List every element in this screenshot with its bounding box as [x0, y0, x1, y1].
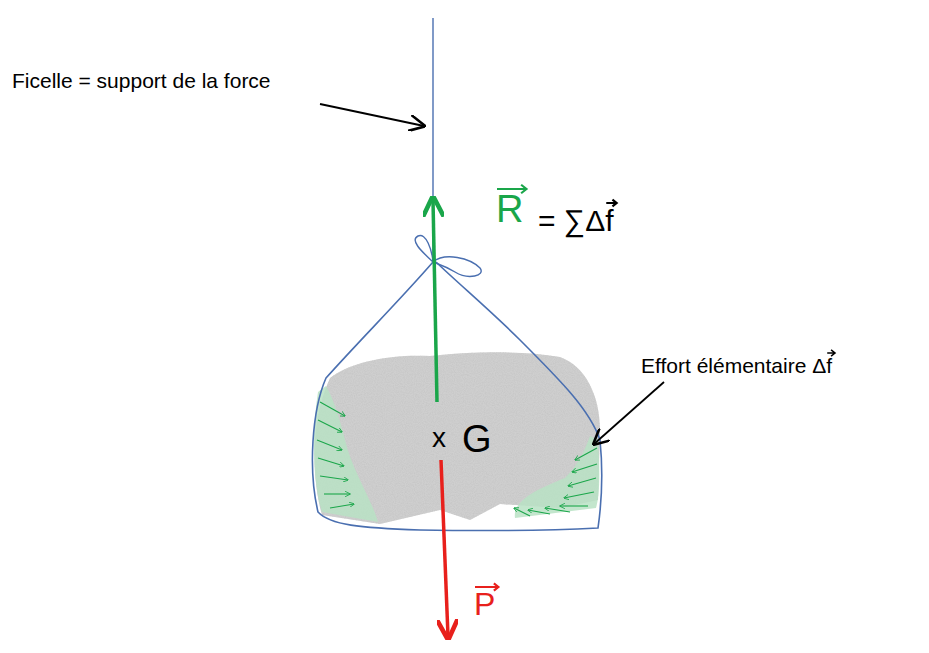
weight-name: P [474, 588, 495, 620]
elementary-force [324, 493, 350, 494]
force-sum: = ∑Δf [538, 206, 614, 236]
elementary-force [330, 504, 354, 508]
center-mark: x [432, 424, 446, 452]
elementary-force [320, 402, 345, 416]
string-label: Ficelle = support de la force [12, 70, 271, 91]
elementary-force [320, 476, 348, 480]
elementary-force [528, 510, 550, 514]
elementary-force [572, 464, 597, 472]
elementary-force [568, 478, 596, 486]
force-R-arrow [433, 200, 437, 402]
leader-line [594, 382, 664, 444]
elementary-force [317, 440, 342, 450]
elementary-force [560, 505, 588, 506]
bag-net [312, 262, 601, 531]
leader-line [320, 104, 424, 126]
elementary-force [564, 492, 594, 498]
elementary-force [514, 508, 530, 516]
force-name: R [496, 190, 523, 228]
pressure-arrows [317, 402, 597, 516]
pressure-zone [314, 386, 378, 522]
knot [415, 235, 481, 276]
elementary-force [318, 458, 344, 466]
elementary-force [575, 448, 597, 460]
pressure-zone [515, 436, 600, 518]
elementary-force [318, 420, 342, 432]
elementary-force [545, 508, 570, 512]
callout-label: Effort élémentaire Δf [641, 355, 832, 376]
weight-P-arrow [441, 460, 448, 636]
center-label: G [462, 420, 492, 458]
